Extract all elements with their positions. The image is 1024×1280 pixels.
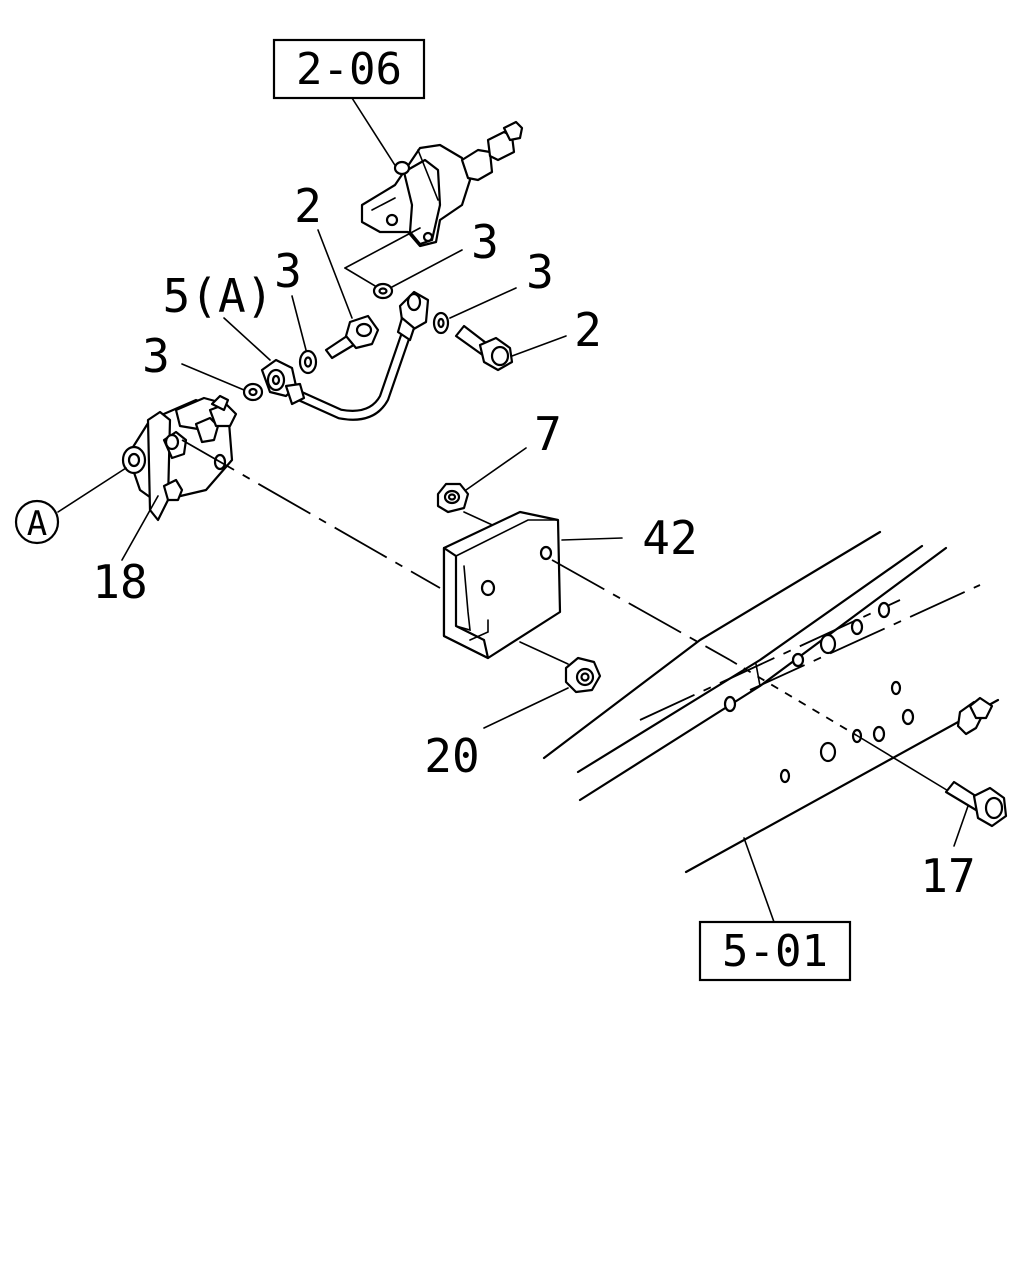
leader-5-01 [743, 837, 775, 923]
nut-top[interactable] [436, 482, 470, 514]
leader-washer-left [181, 363, 245, 391]
master-cylinder [360, 120, 524, 248]
reference-box-2-06-label: 2-06 [296, 44, 402, 95]
centerline-bracket-cover [181, 439, 441, 589]
leader-bolt-frame [953, 805, 969, 847]
leader-mc-a [344, 227, 421, 269]
callout-nut-top: 7 [534, 407, 562, 461]
callout-bracket: 18 [92, 555, 147, 609]
callout-washer-mid: 3 [274, 244, 302, 298]
leader-cover-nut [519, 641, 569, 665]
leader-bolt-upper [317, 229, 353, 319]
leader-washer-upper [391, 249, 463, 288]
banjo-bolt-right[interactable] [454, 324, 514, 372]
bracket[interactable] [121, 394, 238, 522]
washer-left[interactable] [242, 382, 264, 402]
frame-rail [542, 530, 1000, 874]
banjo-bolt-upper[interactable] [324, 314, 380, 360]
centerline-cover-frame [551, 559, 731, 661]
nut-bottom[interactable] [564, 656, 602, 694]
bolt-frame[interactable] [944, 780, 1008, 828]
callout-cover: 42 [642, 511, 697, 565]
callout-bolt-upper: 2 [294, 179, 322, 233]
leader-view-marker [57, 467, 127, 513]
callout-washer-upper: 3 [471, 215, 499, 269]
callout-pipe: 5(A) [163, 269, 274, 323]
reference-box-2-06[interactable]: 2-06 [272, 38, 426, 100]
cover[interactable] [442, 510, 562, 660]
callout-nut-bottom: 20 [424, 729, 479, 783]
leader-cover [561, 537, 623, 541]
leader-washer-right [449, 287, 517, 319]
leader-bracket [121, 495, 159, 561]
reference-box-5-01-label: 5-01 [722, 926, 828, 977]
callout-bolt-frame: 17 [920, 849, 975, 903]
leader-nut-top [465, 447, 527, 491]
washer-right[interactable] [432, 311, 450, 335]
reference-box-5-01[interactable]: 5-01 [698, 920, 852, 982]
leader-bolt-right [511, 335, 567, 357]
leader-pipe [223, 317, 271, 361]
callout-bolt-right: 2 [574, 303, 602, 357]
centerline-bolt [855, 734, 951, 793]
callout-washer-left: 3 [142, 329, 170, 383]
leader-nut-bottom [483, 687, 569, 729]
leader-washer-mid [291, 295, 307, 351]
view-marker-a[interactable]: A [14, 499, 60, 545]
washer-upper[interactable] [372, 282, 394, 300]
clutch-pipe[interactable] [260, 290, 430, 421]
washer-mid[interactable] [298, 349, 318, 375]
leader-2-06 [351, 97, 399, 171]
callout-washer-right: 3 [526, 245, 554, 299]
view-marker-a-label: A [27, 504, 47, 544]
